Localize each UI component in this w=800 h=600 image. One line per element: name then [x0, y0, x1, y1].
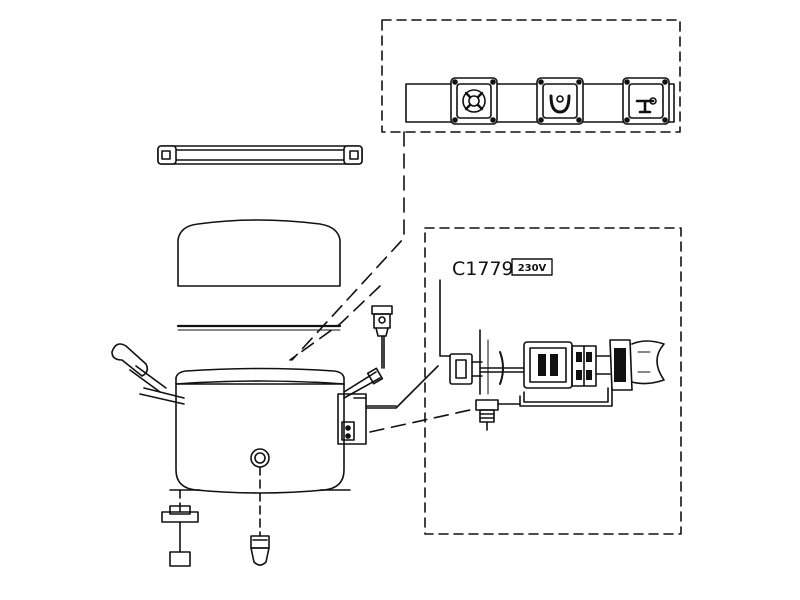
label-leader	[439, 279, 451, 357]
leader-line-relay	[365, 365, 439, 409]
mounting-plate-1	[450, 77, 498, 125]
part-code-text: C1779	[452, 258, 514, 280]
mounting-plate-3	[622, 77, 670, 125]
terminal-box	[337, 393, 397, 445]
leader-line-shell	[289, 285, 381, 361]
leader-line-ground	[369, 409, 471, 433]
relay-cover	[609, 339, 665, 391]
lid-gasket	[176, 324, 342, 331]
relay-clip	[479, 351, 527, 385]
relay-detail-box	[424, 227, 682, 535]
part-label: C1779 230V	[452, 258, 553, 280]
suction-tube	[111, 343, 185, 405]
start-relay	[523, 341, 611, 389]
mounting-plate-2	[536, 77, 584, 125]
voltage-badge	[511, 258, 553, 276]
voltage-text: 230V	[518, 263, 547, 274]
shell-inlet	[250, 448, 270, 468]
drain-plug	[250, 466, 270, 566]
service-valve	[371, 305, 393, 369]
overload-protector	[449, 329, 489, 395]
grommet-detail-box	[381, 19, 681, 133]
leader-line-grommets	[291, 131, 405, 361]
rubber-foot-left	[161, 489, 199, 567]
ground-screw	[475, 399, 521, 431]
mounting-rail	[157, 145, 363, 165]
compressor-lid	[177, 219, 341, 287]
relay-wire	[523, 387, 609, 403]
relay-wire-2	[519, 387, 613, 407]
